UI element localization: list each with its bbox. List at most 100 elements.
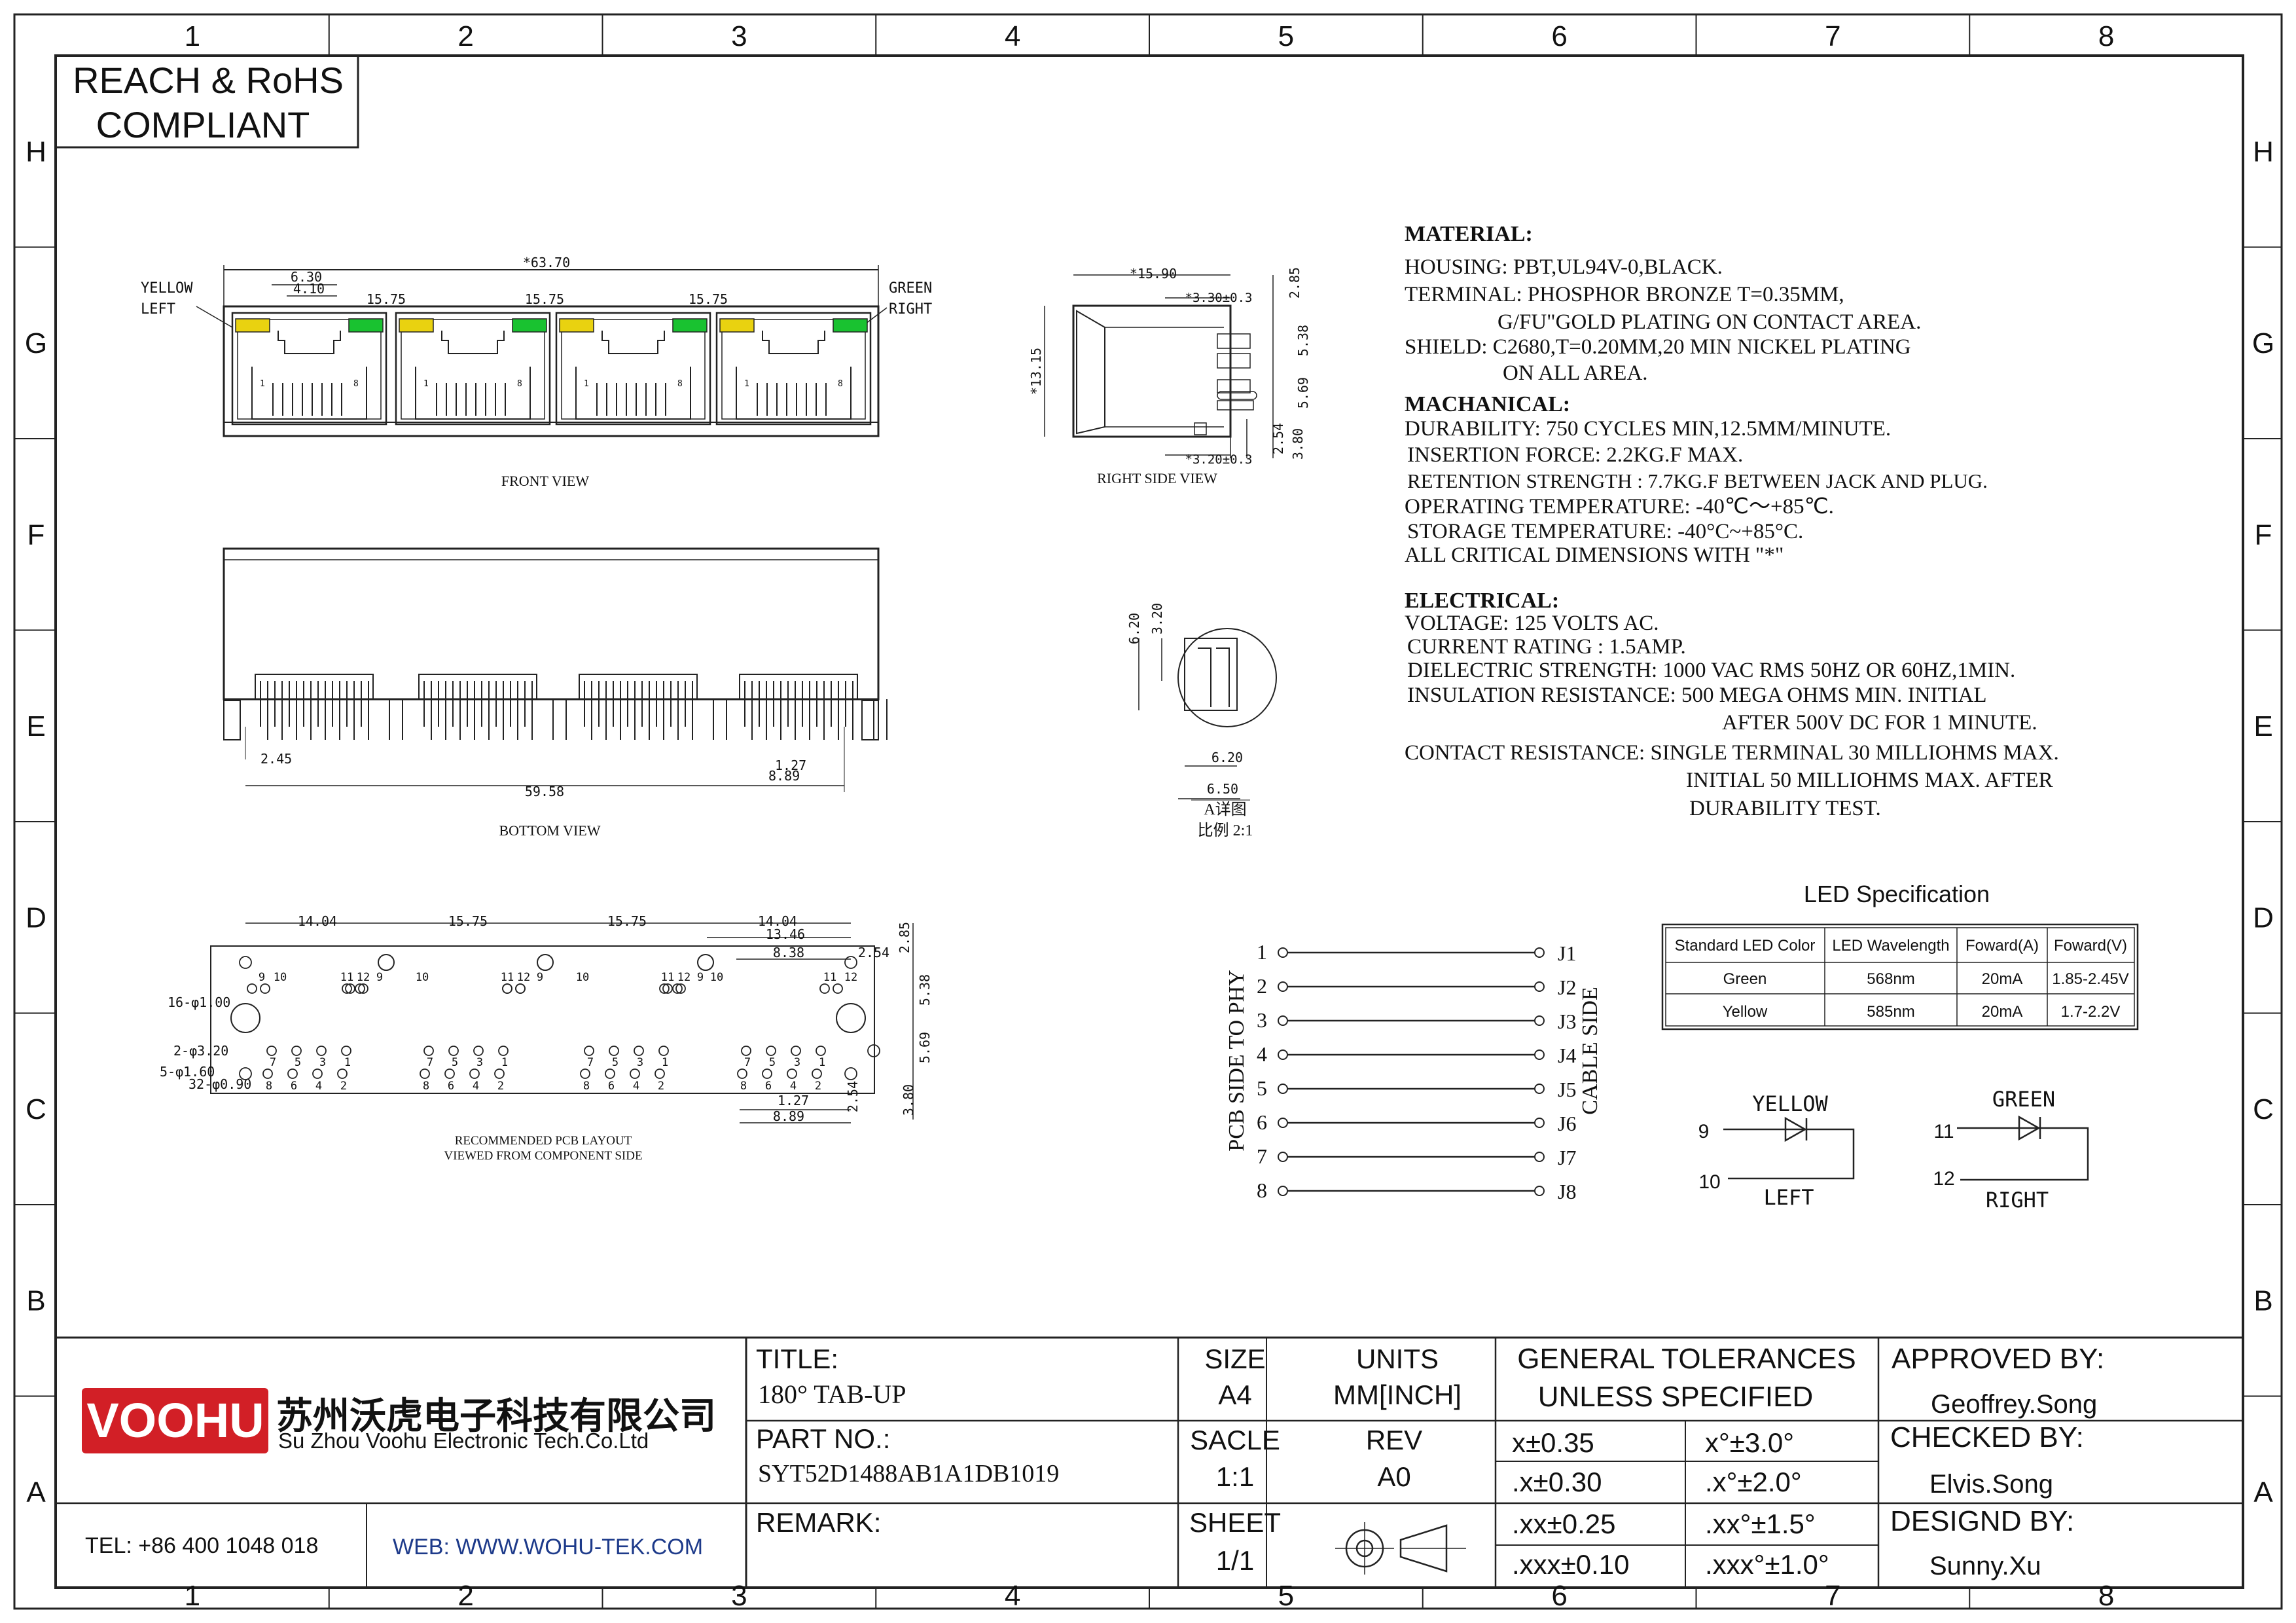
tolerance-linear: .x±0.30: [1512, 1467, 1602, 1497]
pin-number-even: 2: [658, 1080, 664, 1093]
pin-last-label: 8: [838, 379, 843, 389]
signal-pin-hole: [766, 1046, 776, 1056]
frame-col-label-bottom: 1: [185, 1580, 200, 1612]
frame-row-label-left: E: [26, 710, 45, 742]
latch-slot: [601, 331, 665, 354]
dim-pitch-1: 15.75: [367, 291, 406, 307]
wire-start-node: [1278, 947, 1288, 958]
led-pin-hole: [659, 983, 670, 994]
signal-pin-hole: [791, 1046, 801, 1056]
signal-pin-hole: [737, 1068, 747, 1079]
wire-start-node: [1278, 1084, 1288, 1094]
latch-slot: [278, 331, 341, 354]
mechanical-line: RETENTION STRENGTH : 7.7KG.F BETWEEN JAC…: [1407, 469, 1988, 492]
sheet-value: 1/1: [1216, 1545, 1254, 1576]
sheet-label: SHEET: [1189, 1507, 1281, 1538]
right-side-view-caption: RIGHT SIDE VIEW: [1097, 470, 1217, 486]
dim-pitch-3: 15.75: [689, 291, 728, 307]
shield-tab: [223, 700, 241, 740]
material-line: G/FU"GOLD PLATING ON CONTACT AREA.: [1498, 310, 1921, 334]
detail-caption: A详图: [1204, 801, 1246, 818]
mechanical-line: OPERATING TEMPERATURE: -40℃～+85℃.: [1405, 495, 1834, 519]
dim-245: 2.45: [260, 751, 292, 767]
led-table-header: Foward(A): [1965, 937, 2039, 955]
signal-pin-hole: [658, 1046, 669, 1056]
frame-col-label-bottom: 3: [731, 1580, 747, 1612]
signal-pin-hole: [420, 1068, 430, 1079]
phy-pin-number: 1: [1257, 940, 1267, 964]
led-table-header: Foward(V): [2054, 937, 2127, 955]
frame-col-label-top: 7: [1825, 20, 1840, 52]
hole-label-32: 32-φ0.90: [188, 1076, 251, 1092]
checked-value: Elvis.Song: [1929, 1470, 2053, 1499]
mounting-hole: [230, 1003, 260, 1033]
pin-first-label: 1: [260, 379, 265, 389]
pin-number-odd: 1: [501, 1056, 508, 1069]
pcb-dim-285: 2.85: [897, 922, 912, 953]
tolerance-linear: .xxx±0.10: [1512, 1549, 1629, 1580]
website: WEB: WWW.WOHU-TEK.COM: [393, 1535, 703, 1559]
pin-group-base: [739, 674, 858, 700]
pin-number-even: 2: [340, 1080, 347, 1093]
pin-number-even: 4: [633, 1080, 639, 1093]
led-yellow-pin-b: 10: [1698, 1171, 1720, 1193]
pcb-dim-1404b: 14.04: [758, 913, 797, 929]
contact-cavity: [575, 367, 691, 420]
led-diagram-yellow: YELLOW 9 10 LEFT: [1698, 1091, 1855, 1210]
pin-last-label: 8: [517, 379, 522, 389]
led-green-icon: [512, 318, 547, 333]
led-pin-number: 11: [340, 971, 353, 984]
frame-col-label-top: 8: [2098, 20, 2114, 52]
dim-depth: *15.90: [1130, 266, 1177, 282]
shield-pin-hole: [844, 1067, 857, 1080]
compliance-box: REACH & RoHS COMPLIANT: [56, 56, 359, 149]
led-pin-number: 9: [376, 971, 383, 984]
pin-number-odd: 3: [476, 1056, 483, 1069]
led-pin-number: 12: [844, 971, 857, 984]
mechanical-line: INSERTION FORCE: 2.2KG.F MAX.: [1407, 443, 1743, 467]
led-pin-number: 10: [416, 971, 429, 984]
led-table-cell: Yellow: [1723, 1003, 1768, 1021]
pcb-dim-254a: 2.54: [858, 945, 889, 960]
electrical-line: DIELECTRIC STRENGTH: 1000 VAC RMS 50HZ O…: [1407, 659, 2015, 682]
jack-label: J1: [1558, 941, 1576, 965]
jack-label: J3: [1558, 1010, 1576, 1033]
material-line: HOUSING: PBT,UL94V-0,BLACK.: [1405, 255, 1723, 279]
pcb-caption-2: VIEWED FROM COMPONENT SIDE: [444, 1149, 642, 1163]
label-yellow: YELLOW: [141, 280, 193, 297]
led-pin-hole: [672, 983, 683, 994]
led-pin-hole: [515, 983, 526, 994]
approved-label: APPROVED BY:: [1892, 1343, 2104, 1375]
pin-number-odd: 5: [295, 1056, 301, 1069]
dim-889: 8.89: [768, 768, 800, 784]
detail-dim-320: 3.20: [1149, 603, 1165, 634]
pin-number-odd: 3: [794, 1056, 800, 1069]
dim-538: 5.38: [1295, 325, 1311, 356]
led-table-cell: 1.85-2.45V: [2052, 970, 2128, 988]
led-pin-number: 9: [697, 971, 704, 984]
pin-number-odd: 5: [612, 1056, 619, 1069]
wire-end-node: [1534, 1015, 1545, 1026]
material-heading: MATERIAL:: [1405, 222, 1533, 246]
signal-pin-hole: [448, 1046, 459, 1056]
jack-label: J2: [1558, 976, 1576, 999]
frame-col-label-bottom: 6: [1551, 1580, 1567, 1612]
company-name-cn: 苏州沃虎电子科技有限公司: [276, 1395, 716, 1436]
led-pin-number: 12: [677, 971, 691, 984]
port-outline: [231, 312, 387, 426]
pin-number-even: 2: [497, 1080, 504, 1093]
tolerance-angular: x°±3.0°: [1705, 1427, 1794, 1458]
wire-end-node: [1534, 1186, 1545, 1196]
electrical-line: DURABILITY TEST.: [1689, 797, 1881, 820]
led-table-cell: Green: [1723, 970, 1767, 988]
signal-pin-hole: [287, 1068, 298, 1079]
detail-dim-620b: 6.20: [1211, 750, 1243, 765]
frame-row-label-left: D: [26, 902, 46, 934]
signal-pin-hole: [741, 1046, 751, 1056]
wire-end-node: [1534, 1084, 1545, 1094]
